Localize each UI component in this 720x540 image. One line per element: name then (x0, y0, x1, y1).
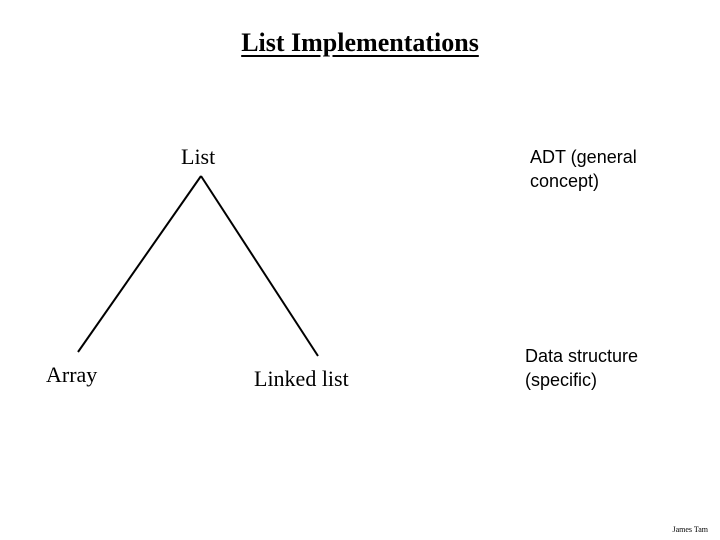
slide-title: List Implementations (241, 28, 479, 57)
node-linked-list: Linked list (254, 366, 349, 391)
footer-author: James Tam (672, 525, 708, 534)
data-structure-description: Data structure (specific) (525, 346, 639, 390)
edge-list-to-linked-list (200, 175, 319, 357)
node-list: List (181, 144, 216, 169)
adt-description: ADT (general concept) (530, 147, 637, 191)
edge-list-to-array (77, 175, 202, 353)
node-array: Array (46, 362, 98, 387)
